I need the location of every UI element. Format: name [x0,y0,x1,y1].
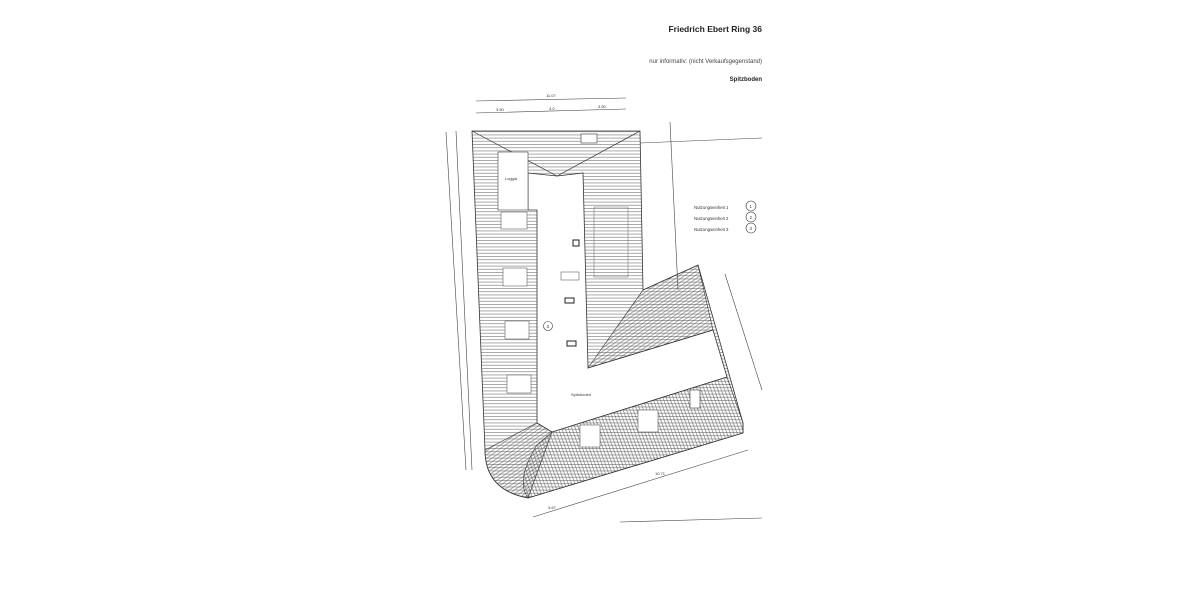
roof-hip [471,130,641,177]
unit-marker-number: 3 [547,324,550,329]
unit-marker-circle [543,321,553,331]
room-label-loggia: Loggia [505,176,518,181]
dimension-top-left: 3.50 [496,107,505,112]
roof-corner [484,422,553,499]
skylight [580,133,598,144]
legend-label-3: Nutzungseinheit 3 [694,227,729,232]
dimension-top-mid: 3.0 [549,106,555,111]
legend-label-2: Nutzungseinheit 2 [694,216,729,221]
inner-courtyard-wall [593,206,629,278]
legend-number-3: 3 [750,226,753,231]
dormers [500,211,659,448]
roof-area-wing [587,264,714,369]
dimension-top-right: 3.50 [598,104,607,109]
dimension-top-total: 11.07 [546,93,556,98]
skylight [689,389,701,409]
roof-area-bottom [522,376,744,499]
room-label-spitzboden: Spitzboden [571,392,591,397]
floor-label: Spitzboden [729,77,762,83]
dimension-bottom-short: 3.67 [548,505,557,510]
loggia-area [497,151,529,211]
dimension-bottom-long: 10.71 [655,471,666,476]
chimney [564,297,575,304]
legend-number-2: 2 [750,215,753,220]
chimney [566,340,577,347]
document-note: nur informativ: (nicht Verkaufsgegenstan… [649,59,762,65]
dimension-lines [445,97,763,523]
legend-number-1: 1 [750,204,753,209]
legend-label-1: Nutzungseinheit 1 [694,205,729,210]
legend: Nutzungseinheit 1 Nutzungseinheit 2 Nutz… [694,200,757,234]
chimney [560,271,580,281]
document-title: Friedrich Ebert Ring 36 [668,24,762,34]
chimney [572,239,580,247]
